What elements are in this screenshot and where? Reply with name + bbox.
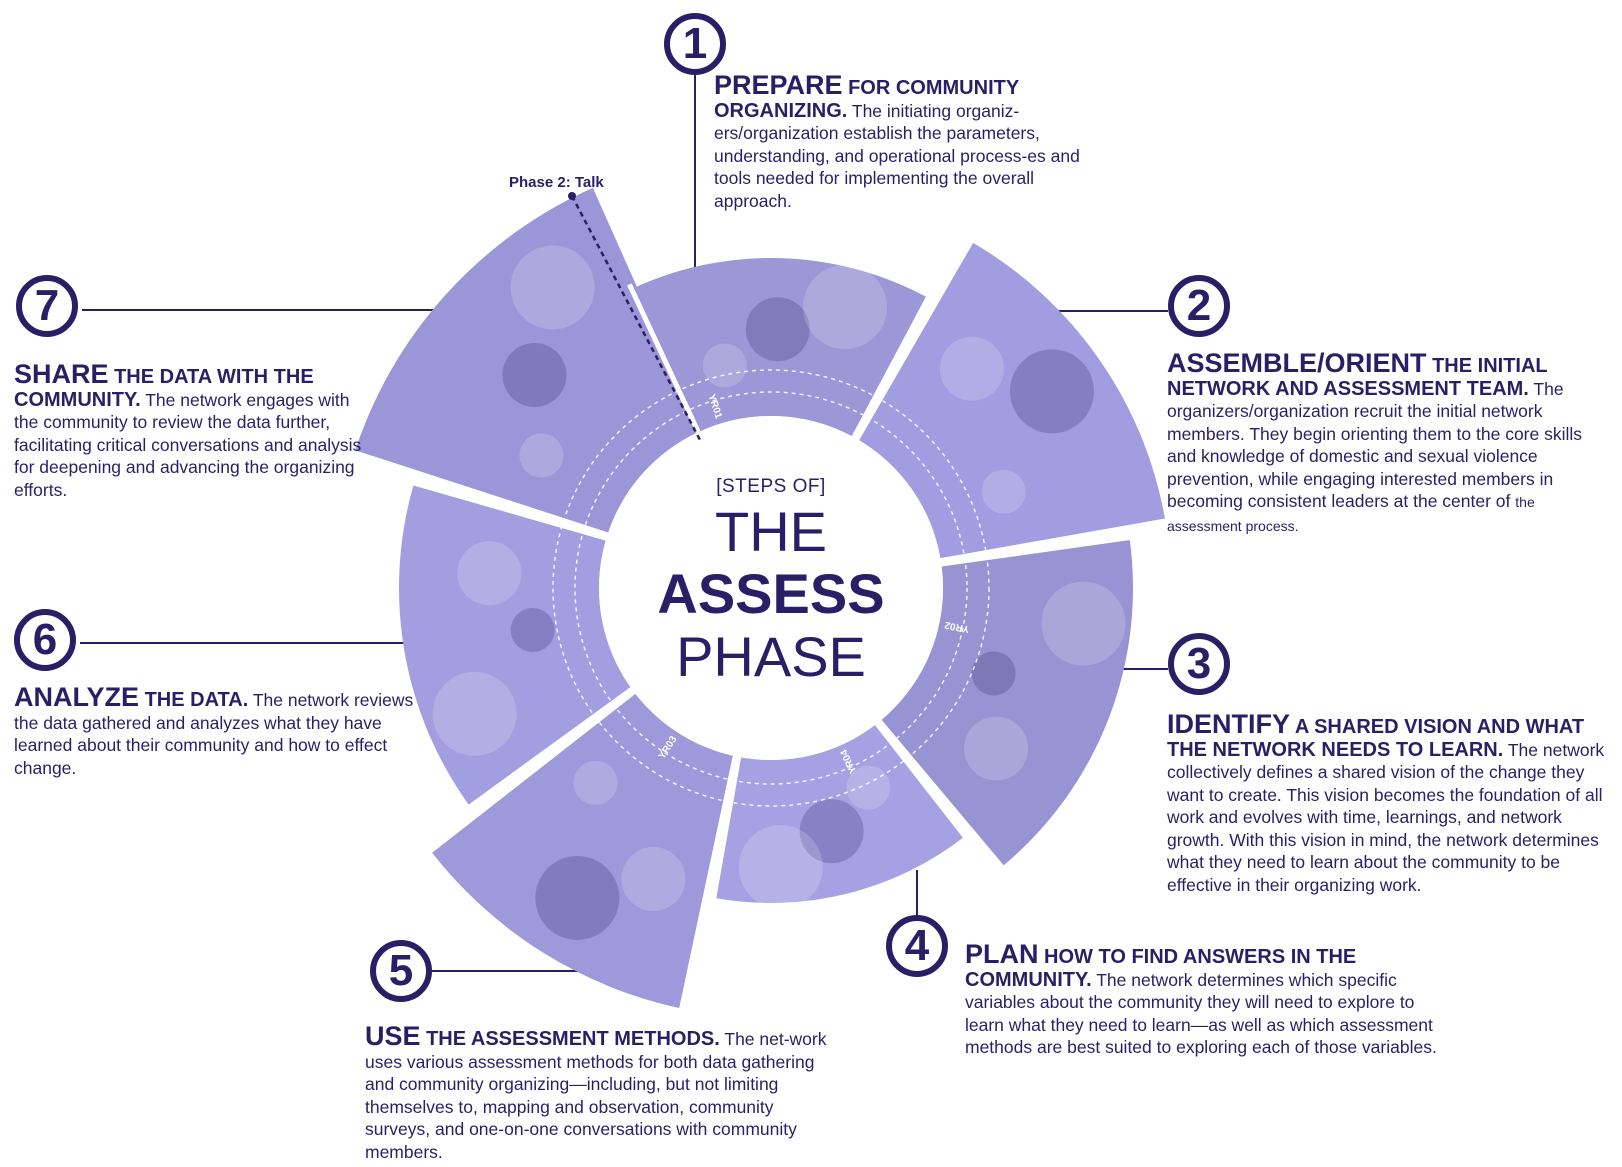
wheel-segment-3-shade-1	[1041, 581, 1126, 666]
wheel-segment-1-shade-1	[702, 343, 747, 388]
wheel-segment-1-shade-2	[745, 297, 810, 362]
dashed-ring-inner	[574, 391, 968, 785]
step-3-number: 3	[1168, 633, 1230, 695]
step-5-text: USE THE ASSESSMENT METHODS. The net-work…	[365, 1023, 835, 1163]
wheel-segment-5-shade-1	[621, 847, 686, 912]
wheel-segment-3-shade-2	[971, 651, 1016, 696]
step-4-number: 4	[886, 915, 948, 977]
step-1-keyword: PREPARE	[714, 70, 843, 100]
step-6-heading: THE DATA.	[139, 689, 249, 711]
step-3-heading: A SHARED VISION AND WHAT THE NETWORK NEE…	[1167, 716, 1585, 761]
wheel-segment-3-shade-3	[964, 716, 1029, 781]
step-1-heading: FOR COMMUNITY ORGANIZING.	[714, 77, 1019, 122]
wheel-gap-5	[678, 755, 738, 1015]
wheel-segment-4-shade-2	[799, 799, 864, 864]
wheel-segments	[348, 187, 1165, 1015]
wheel-gap-3	[940, 534, 1135, 567]
center-assess: ASSESS	[657, 562, 885, 625]
step-2-keyword: ASSEMBLE/ORIENT	[1167, 348, 1427, 378]
step-5-keyword: USE	[365, 1021, 421, 1051]
step-4-keyword: PLAN	[965, 939, 1039, 969]
wheel-segment-1-shade-3	[802, 265, 887, 350]
step-2-body-small: the assessment process.	[1167, 494, 1535, 534]
step-1-number: 1	[664, 13, 726, 75]
step-6-keyword: ANALYZE	[14, 682, 140, 712]
step-1-body: The initiating organiz-ers/organization …	[714, 100, 1080, 211]
center-disc	[599, 416, 943, 760]
step-4-text: PLAN HOW TO FIND ANSWERS IN THE COMMUNIT…	[965, 941, 1447, 1059]
wheel-segment-6	[399, 485, 632, 807]
step-1-text: PREPARE FOR COMMUNITY ORGANIZING. The in…	[714, 72, 1094, 212]
step-2-number: 2	[1168, 275, 1230, 337]
step-5-heading: THE ASSESSMENT METHODS.	[420, 1028, 720, 1050]
step-6-body: The network reviews the data gathered an…	[14, 690, 414, 778]
center-steps-of: [STEPS OF]	[716, 476, 826, 497]
phase-2-label: Phase 2: Talk	[509, 174, 604, 191]
year-label-2: YR02	[943, 619, 970, 635]
wheel-segment-2-shade-3	[981, 469, 1026, 514]
dashed-rings	[552, 369, 990, 807]
wheel-segment-5	[432, 693, 736, 1009]
center-title: [STEPS OF] THE ASSESS PHASE	[611, 476, 931, 688]
wheel-segment-6-shade-2	[510, 608, 555, 653]
wheel-segment-6-shade-3	[457, 541, 522, 606]
step-3-text: IDENTIFY A SHARED VISION AND WHAT THE NE…	[1167, 711, 1612, 896]
step-6-text: ANALYZE THE DATA. The network reviews th…	[14, 684, 424, 779]
wheel-gap-1	[627, 283, 701, 434]
step-4-heading: HOW TO FIND ANSWERS IN THE COMMUNITY.	[965, 946, 1357, 991]
step-7-number: 7	[16, 275, 78, 337]
center-phase: PHASE	[676, 625, 866, 688]
wheel-gap-6	[464, 687, 634, 812]
step-7-body: The network engages with the community t…	[14, 389, 362, 500]
step-5-number: 5	[370, 940, 432, 1002]
wheel-segment-2-shade-2	[1009, 349, 1094, 434]
wheel-gap-7	[348, 448, 609, 538]
wheel-segment-4	[716, 723, 965, 903]
wheel-segment-5-shade-3	[573, 760, 618, 805]
center-the: THE	[715, 500, 827, 563]
step-2-text: ASSEMBLE/ORIENT THE INITIAL NETWORK AND …	[1167, 350, 1589, 537]
wheel-segment-7	[354, 187, 702, 535]
step-6-number: 6	[14, 609, 76, 671]
wheel-segment-7-shade-1	[519, 433, 564, 478]
wheel-segment-3	[881, 537, 1134, 866]
wheel-segment-5-shade-2	[535, 855, 620, 940]
step-3-body: The network collectively defines a share…	[1167, 739, 1605, 895]
wheel-segment-7-shade-2	[502, 343, 567, 408]
wheel-segment-6-shade-1	[432, 671, 517, 756]
step-7-heading: THE DATA WITH THE COMMUNITY.	[14, 366, 314, 411]
step-4-body: The network determines which specific va…	[965, 969, 1437, 1058]
wheel-segment-1	[631, 258, 926, 437]
phase-2-marker	[568, 192, 702, 441]
step-3-keyword: IDENTIFY	[1167, 709, 1291, 739]
step-5-body: The net-work uses various assessment met…	[365, 1029, 827, 1162]
step-2-body: The organizers/organization recruit the …	[1167, 378, 1583, 512]
phase-2-marker-line	[570, 195, 702, 441]
wheel-segment-7-shade-3	[510, 245, 595, 330]
step-7-text: SHARE THE DATA WITH THE COMMUNITY. The n…	[14, 361, 374, 501]
step-7-keyword: SHARE	[14, 359, 109, 389]
wheel-segment-4-shade-1	[846, 765, 891, 810]
dashed-ring-outer	[552, 369, 990, 807]
step-2-heading: THE INITIAL NETWORK AND ASSESSMENT TEAM.	[1167, 355, 1548, 400]
wheel-segment-4-shade-3	[738, 825, 823, 910]
wheel-segment-2-shade-1	[939, 336, 1004, 401]
wheel-gap-2	[854, 236, 976, 441]
